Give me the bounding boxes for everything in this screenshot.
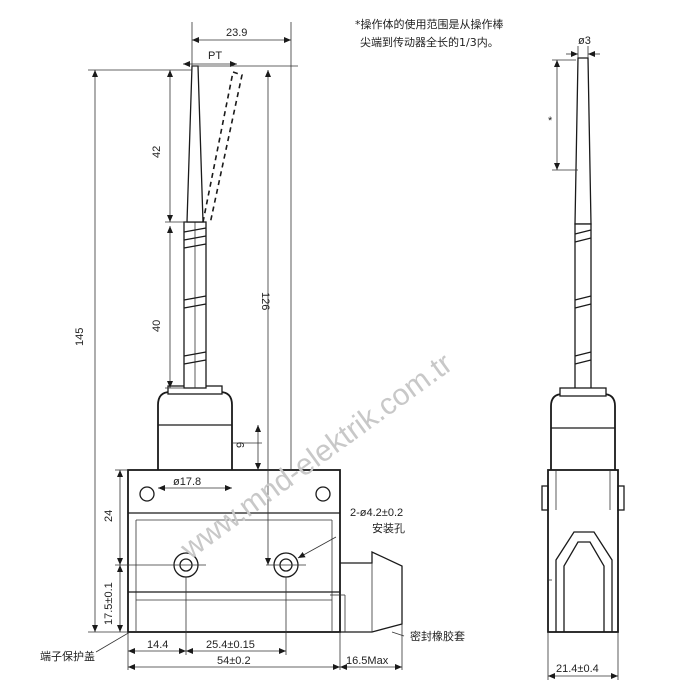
terminal-cover-label: 端子保护盖: [40, 649, 95, 663]
dim-bushing-dia: ø17.8: [173, 476, 201, 488]
dim-42: 42: [151, 146, 163, 158]
side-rod-tip: [574, 57, 592, 225]
deflected-rod: [202, 70, 243, 225]
dim-145: 145: [74, 328, 86, 346]
seal-label: 密封橡胶套: [410, 629, 465, 643]
note-line-1: *操作体的使用范围是从操作棒: [355, 17, 504, 31]
dim-40: 40: [151, 320, 163, 332]
dim-24: 24: [103, 510, 115, 522]
note-line-2: 尖端到传动器全长的1/3内。: [360, 35, 499, 49]
dim-side-width: 21.4±0.4: [556, 663, 599, 675]
holes-callout-cn: 安装孔: [372, 521, 405, 535]
plunger-rod: [186, 65, 204, 223]
dim-rod-dia: ø3: [578, 35, 591, 47]
side-view: ø3 * 21.4±0.4: [541, 35, 625, 680]
actuator-head: [157, 391, 233, 470]
holes-callout: 2-ø4.2±0.2: [350, 507, 403, 519]
flange-hole-left: [139, 486, 155, 502]
dim-16-5: 16.5Max: [346, 655, 389, 667]
dim-14-4: 14.4: [147, 639, 168, 651]
side-body: [547, 469, 619, 633]
flange-hole-right: [315, 486, 331, 502]
spring-coils: [183, 227, 207, 365]
dim-pt: PT: [208, 50, 222, 62]
dim-25-4: 25.4±0.15: [206, 639, 255, 651]
side-head: [550, 393, 616, 470]
dim-17-5: 17.5±0.1: [103, 582, 115, 625]
dim-54: 54±0.2: [217, 655, 251, 667]
seal-piece: [340, 550, 403, 633]
body-outline: [127, 469, 341, 633]
watermark: www.mnd-elektrik.com.tr: [174, 347, 459, 566]
dim-star: *: [548, 115, 553, 127]
dim-126: 126: [259, 292, 271, 310]
dim-9: 9: [235, 442, 247, 448]
side-seal-outline: [555, 531, 613, 632]
dim-23-9: 23.9: [226, 27, 247, 39]
front-view: 23.9 PT 42 40 145 126 9 ø17.8 24: [40, 22, 465, 670]
